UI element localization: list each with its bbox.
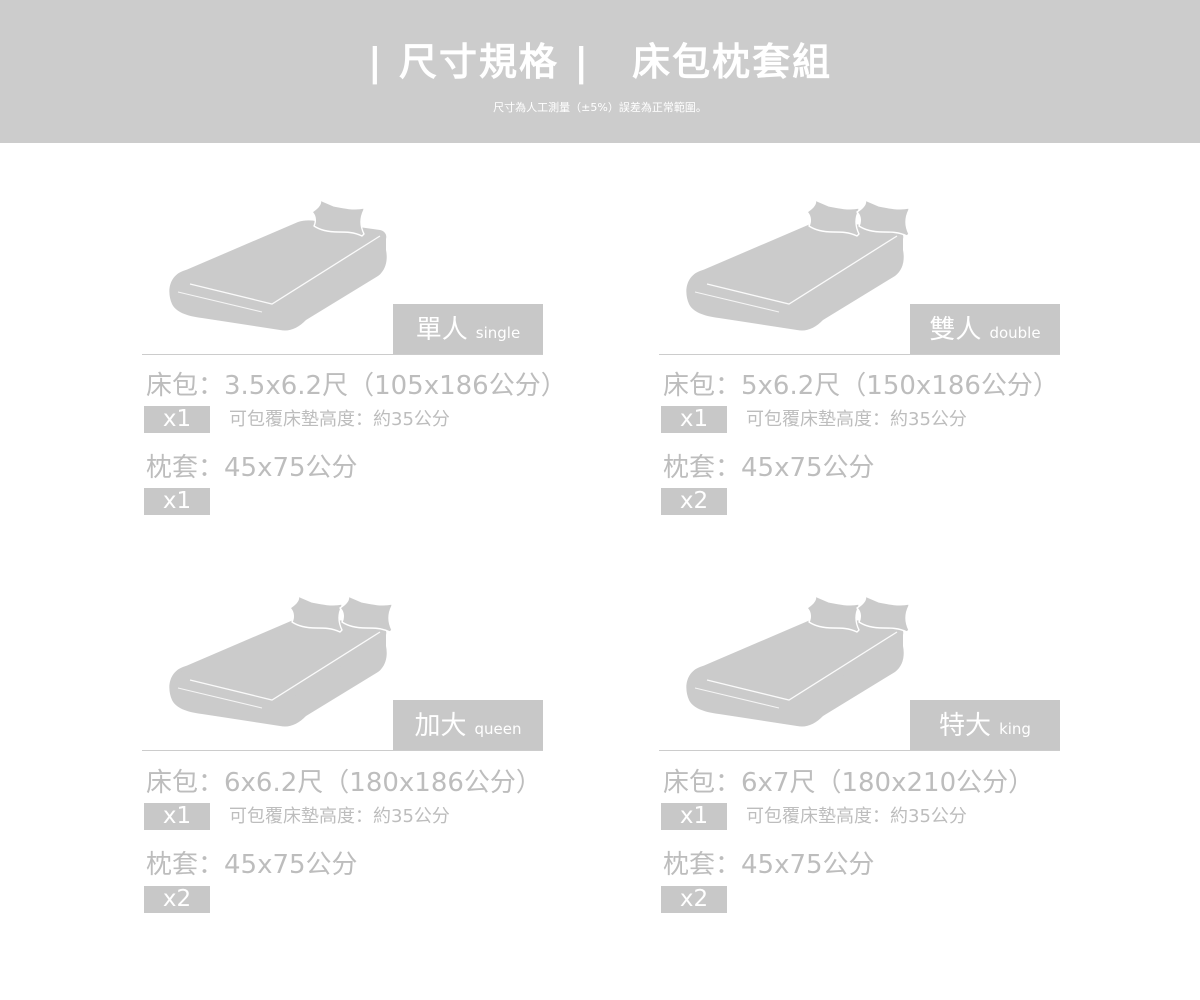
mattress-side-line	[694, 687, 780, 709]
title-size-spec: | 尺寸規格 |	[367, 40, 591, 84]
size-tag-en: queen	[474, 719, 522, 738]
mattress-side-line	[177, 291, 263, 313]
size-card-queen: 加大 queen 床包：6x6.2尺（180x186公分） x1 可包覆床墊高度…	[142, 576, 562, 936]
page-title: | 尺寸規格 | 床包枕套組	[0, 38, 1200, 86]
bedsheet-qty-badge: x1	[144, 803, 210, 830]
mattress-height-note: 可包覆床墊高度：約35公分	[229, 409, 450, 430]
mattress-side-line	[177, 687, 263, 709]
pillowcase-qty-badge: x2	[144, 886, 210, 913]
size-tag-en: king	[999, 719, 1031, 738]
pillow-icon	[806, 199, 860, 237]
mattress-height-note: 可包覆床墊高度：約35公分	[229, 806, 450, 827]
size-card-double: 雙人 double 床包：5x6.2尺（150x186公分） x1 可包覆床墊高…	[659, 180, 1079, 540]
bedsheet-size: 床包：5x6.2尺（150x186公分）	[663, 371, 1059, 401]
bedsheet-size: 床包：3.5x6.2尺（105x186公分）	[146, 371, 567, 401]
pillowcase-qty-badge: x2	[661, 488, 727, 515]
header-banner: | 尺寸規格 | 床包枕套組 尺寸為人工測量（±5%）誤差為正常範圍。	[0, 0, 1200, 143]
size-tag: 雙人 double	[910, 304, 1060, 355]
measurement-note: 尺寸為人工測量（±5%）誤差為正常範圍。	[493, 101, 707, 114]
pillow-icon	[806, 595, 860, 633]
mattress-height-note: 可包覆床墊高度：約35公分	[746, 806, 967, 827]
size-tag-en: double	[989, 323, 1041, 342]
bedsheet-qty-badge: x1	[661, 406, 727, 433]
size-tag: 單人 single	[393, 304, 543, 355]
bedsheet-qty-badge: x1	[144, 406, 210, 433]
size-tag-zh: 特大	[939, 710, 992, 741]
bedsheet-qty-badge: x1	[661, 803, 727, 830]
mattress-top	[698, 616, 904, 703]
title-product: 床包枕套組	[632, 40, 833, 84]
mattress-edge-line	[706, 631, 898, 701]
pillowcase-qty-badge: x1	[144, 488, 210, 515]
divider	[142, 750, 543, 751]
divider	[659, 750, 1060, 751]
size-tag-zh: 單人	[415, 314, 468, 345]
pillow-icon	[311, 199, 365, 237]
pillowcase-qty-badge: x2	[661, 886, 727, 913]
pillowcase-size: 枕套：45x75公分	[663, 453, 875, 483]
mattress-edge-line	[189, 235, 381, 305]
pillowcase-size: 枕套：45x75公分	[146, 453, 358, 483]
bed-king-icon	[686, 595, 910, 727]
divider	[142, 354, 543, 355]
size-tag: 特大 king	[910, 700, 1060, 751]
pillow-icon	[339, 595, 393, 633]
bed-queen-icon	[169, 595, 393, 727]
mattress-top	[181, 220, 387, 307]
mattress-top	[698, 220, 904, 307]
size-tag-zh: 雙人	[929, 314, 982, 345]
size-tag-en: single	[475, 323, 521, 342]
mattress-top	[181, 616, 387, 703]
size-card-king: 特大 king 床包：6x7尺（180x210公分） x1 可包覆床墊高度：約3…	[659, 576, 1079, 936]
size-tag-zh: 加大	[414, 710, 467, 741]
pillowcase-size: 枕套：45x75公分	[663, 850, 875, 880]
pillow-icon	[289, 595, 343, 633]
mattress-edge-line	[706, 235, 898, 305]
pillow-icon	[856, 199, 910, 237]
bedsheet-size: 床包：6x6.2尺（180x186公分）	[146, 768, 542, 798]
mattress-edge-line	[189, 631, 381, 701]
bed-double-icon	[686, 199, 910, 331]
mattress-height-note: 可包覆床墊高度：約35公分	[746, 409, 967, 430]
pillow-icon	[856, 595, 910, 633]
bedsheet-size: 床包：6x7尺（180x210公分）	[663, 768, 1035, 798]
bed-single-icon	[169, 199, 387, 331]
size-card-single: 單人 single 床包：3.5x6.2尺（105x186公分） x1 可包覆床…	[142, 180, 567, 540]
pillowcase-size: 枕套：45x75公分	[146, 850, 358, 880]
mattress-side-line	[694, 291, 780, 313]
size-tag: 加大 queen	[393, 700, 543, 751]
divider	[659, 354, 1060, 355]
